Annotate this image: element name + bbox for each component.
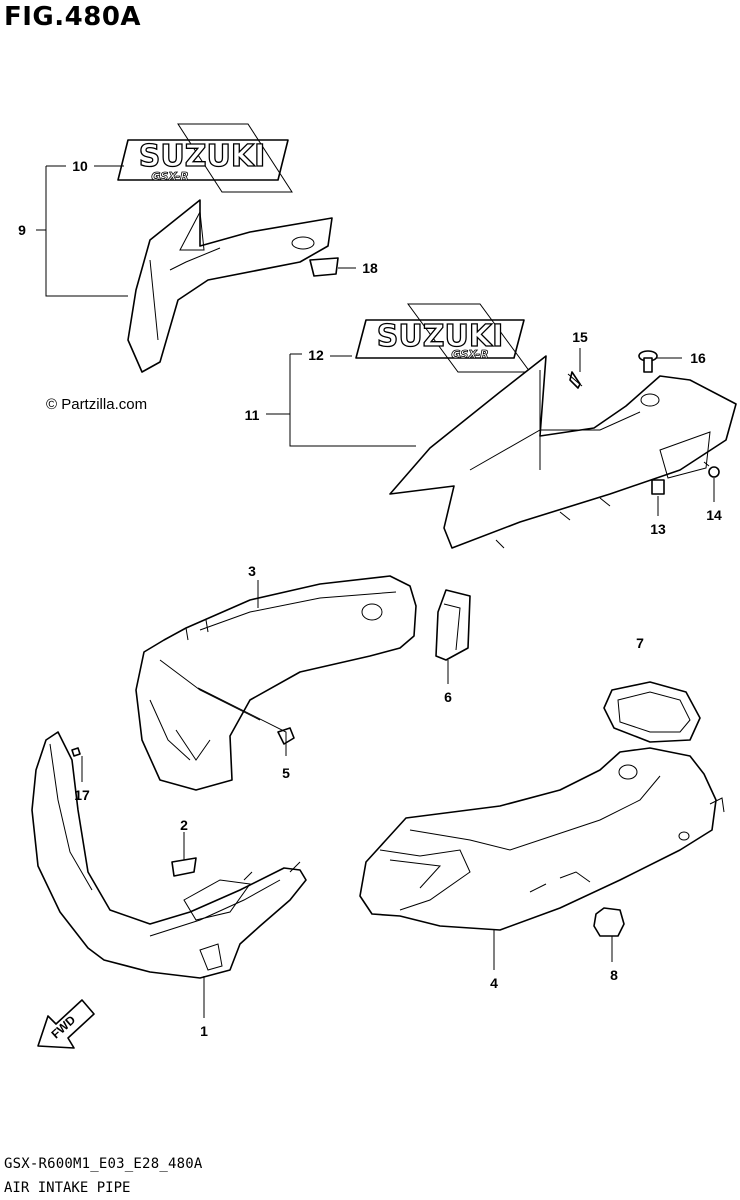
screw-15 (567, 371, 583, 389)
fastener-16 (638, 350, 658, 373)
side-cover-9 (127, 199, 333, 373)
callout-14: 14 (706, 507, 722, 523)
intake-duct-3 (135, 575, 417, 791)
leader-lines (36, 165, 715, 1018)
screw-14 (703, 461, 720, 478)
diagram-name: AIR INTAKE PIPE (4, 1180, 131, 1196)
callout-17: 17 (74, 787, 90, 803)
side-cover-11 (389, 355, 737, 549)
seal-6 (435, 589, 471, 661)
figure-title: FIG.480A (4, 2, 142, 32)
callout-12: 12 (308, 347, 324, 363)
emblem-10: SUZUKI GSX-R (117, 123, 293, 193)
callout-15: 15 (572, 329, 588, 345)
callout-9: 9 (18, 222, 26, 238)
callout-3: 3 (248, 563, 256, 579)
callout-1: 1 (200, 1023, 208, 1039)
callout-2: 2 (180, 817, 188, 833)
emblem-10-brand: SUZUKI (139, 139, 266, 174)
sticker-18 (309, 257, 339, 277)
seal-ring-7 (603, 681, 701, 743)
callout-16: 16 (690, 350, 706, 366)
grommet-13 (651, 479, 665, 495)
callouts: 1 2 3 4 5 6 7 8 9 10 11 12 13 14 15 16 1… (18, 158, 722, 1039)
callout-11: 11 (245, 407, 260, 423)
emblem-12: SUZUKI GSX-R (355, 303, 531, 373)
callout-6: 6 (444, 689, 452, 705)
lower-cowl-1 (31, 731, 307, 979)
screw-17 (71, 747, 81, 757)
emblem-12-model: GSX-R (451, 348, 488, 361)
emblem-12-brand: SUZUKI (377, 319, 504, 354)
grommet-8 (593, 907, 625, 937)
diagram-code: GSX-R600M1_E03_E28_480A (4, 1156, 203, 1172)
callout-13: 13 (650, 521, 666, 537)
callout-5: 5 (282, 765, 290, 781)
callout-8: 8 (610, 967, 618, 983)
fwd-arrow: FWD (37, 999, 95, 1049)
copyright-notice: © Partzilla.com (46, 396, 148, 413)
callout-10: 10 (72, 158, 88, 174)
sticker-2 (171, 857, 197, 877)
emblem-10-model: GSX-R (151, 170, 188, 183)
callout-7: 7 (636, 635, 644, 651)
intake-duct-4 (359, 747, 725, 931)
callout-18: 18 (362, 260, 378, 276)
callout-4: 4 (490, 975, 498, 991)
